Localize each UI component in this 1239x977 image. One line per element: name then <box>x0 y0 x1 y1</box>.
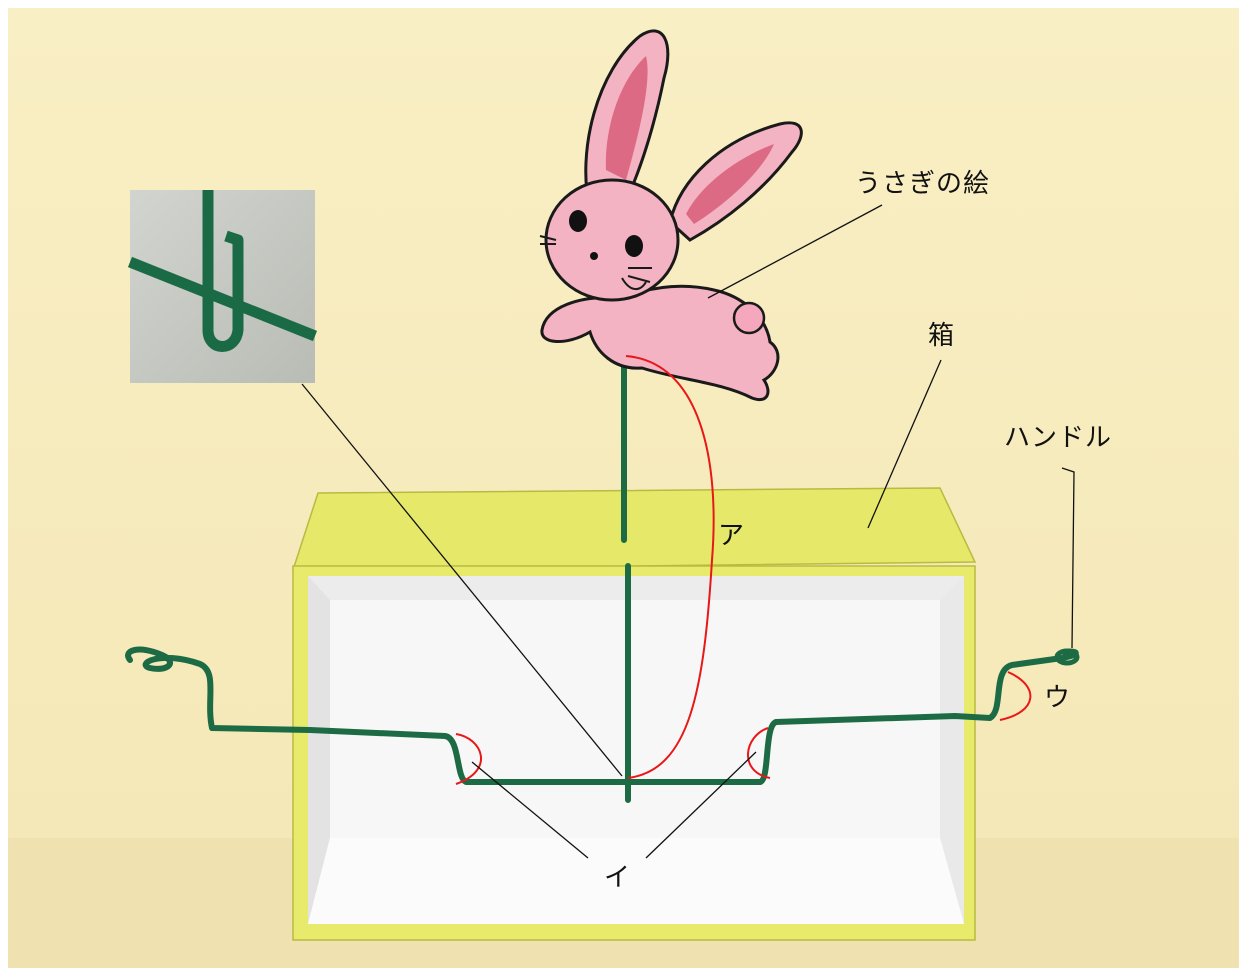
wire-stick <box>621 359 631 803</box>
label-angle-a: ア <box>718 521 745 551</box>
box-inner-left <box>308 576 330 924</box>
rabbit-drawing <box>539 29 803 401</box>
angle-i-marker-left <box>455 733 483 785</box>
leader-i-right <box>645 751 757 859</box>
rabbit-tail <box>732 301 766 335</box>
leader-box <box>867 359 942 529</box>
leader-inset <box>301 383 623 777</box>
angle-i-marker-right <box>747 727 771 779</box>
inset-wire-crank <box>127 256 318 342</box>
label-rabbit-drawing: うさぎの絵 <box>855 169 990 199</box>
leader-rabbit <box>707 204 883 299</box>
label-handle: ハンドル <box>1004 423 1112 453</box>
inset-background <box>130 190 315 383</box>
label-angle-i: イ <box>604 863 631 893</box>
rabbit-mouth <box>621 277 647 290</box>
inset-wire-hook <box>202 190 244 352</box>
rabbit-head <box>544 178 680 302</box>
rabbit-ear-right-inner <box>686 144 774 224</box>
leader-handle <box>1061 467 1075 649</box>
inset-closeup-photo <box>127 190 318 383</box>
rabbit-ear-left-inner <box>605 56 648 180</box>
box-inner-right <box>940 576 964 924</box>
box-inner-top <box>308 576 964 600</box>
box-inner-floor <box>308 838 964 924</box>
rabbit-nose <box>590 252 598 260</box>
rabbit-eye-right <box>625 235 643 257</box>
crank-wire <box>125 646 1079 785</box>
rabbit-eye-left <box>569 210 587 232</box>
rabbit-body <box>540 284 780 401</box>
label-box: 箱 <box>928 321 955 351</box>
label-angle-u: ウ <box>1044 683 1071 713</box>
leader-i-left <box>471 761 589 859</box>
angle-a-marker <box>625 355 715 779</box>
handle-loop <box>1054 648 1080 666</box>
angle-u-marker <box>999 671 1032 721</box>
rabbit-whiskers <box>539 235 652 283</box>
box-lid <box>291 487 977 571</box>
